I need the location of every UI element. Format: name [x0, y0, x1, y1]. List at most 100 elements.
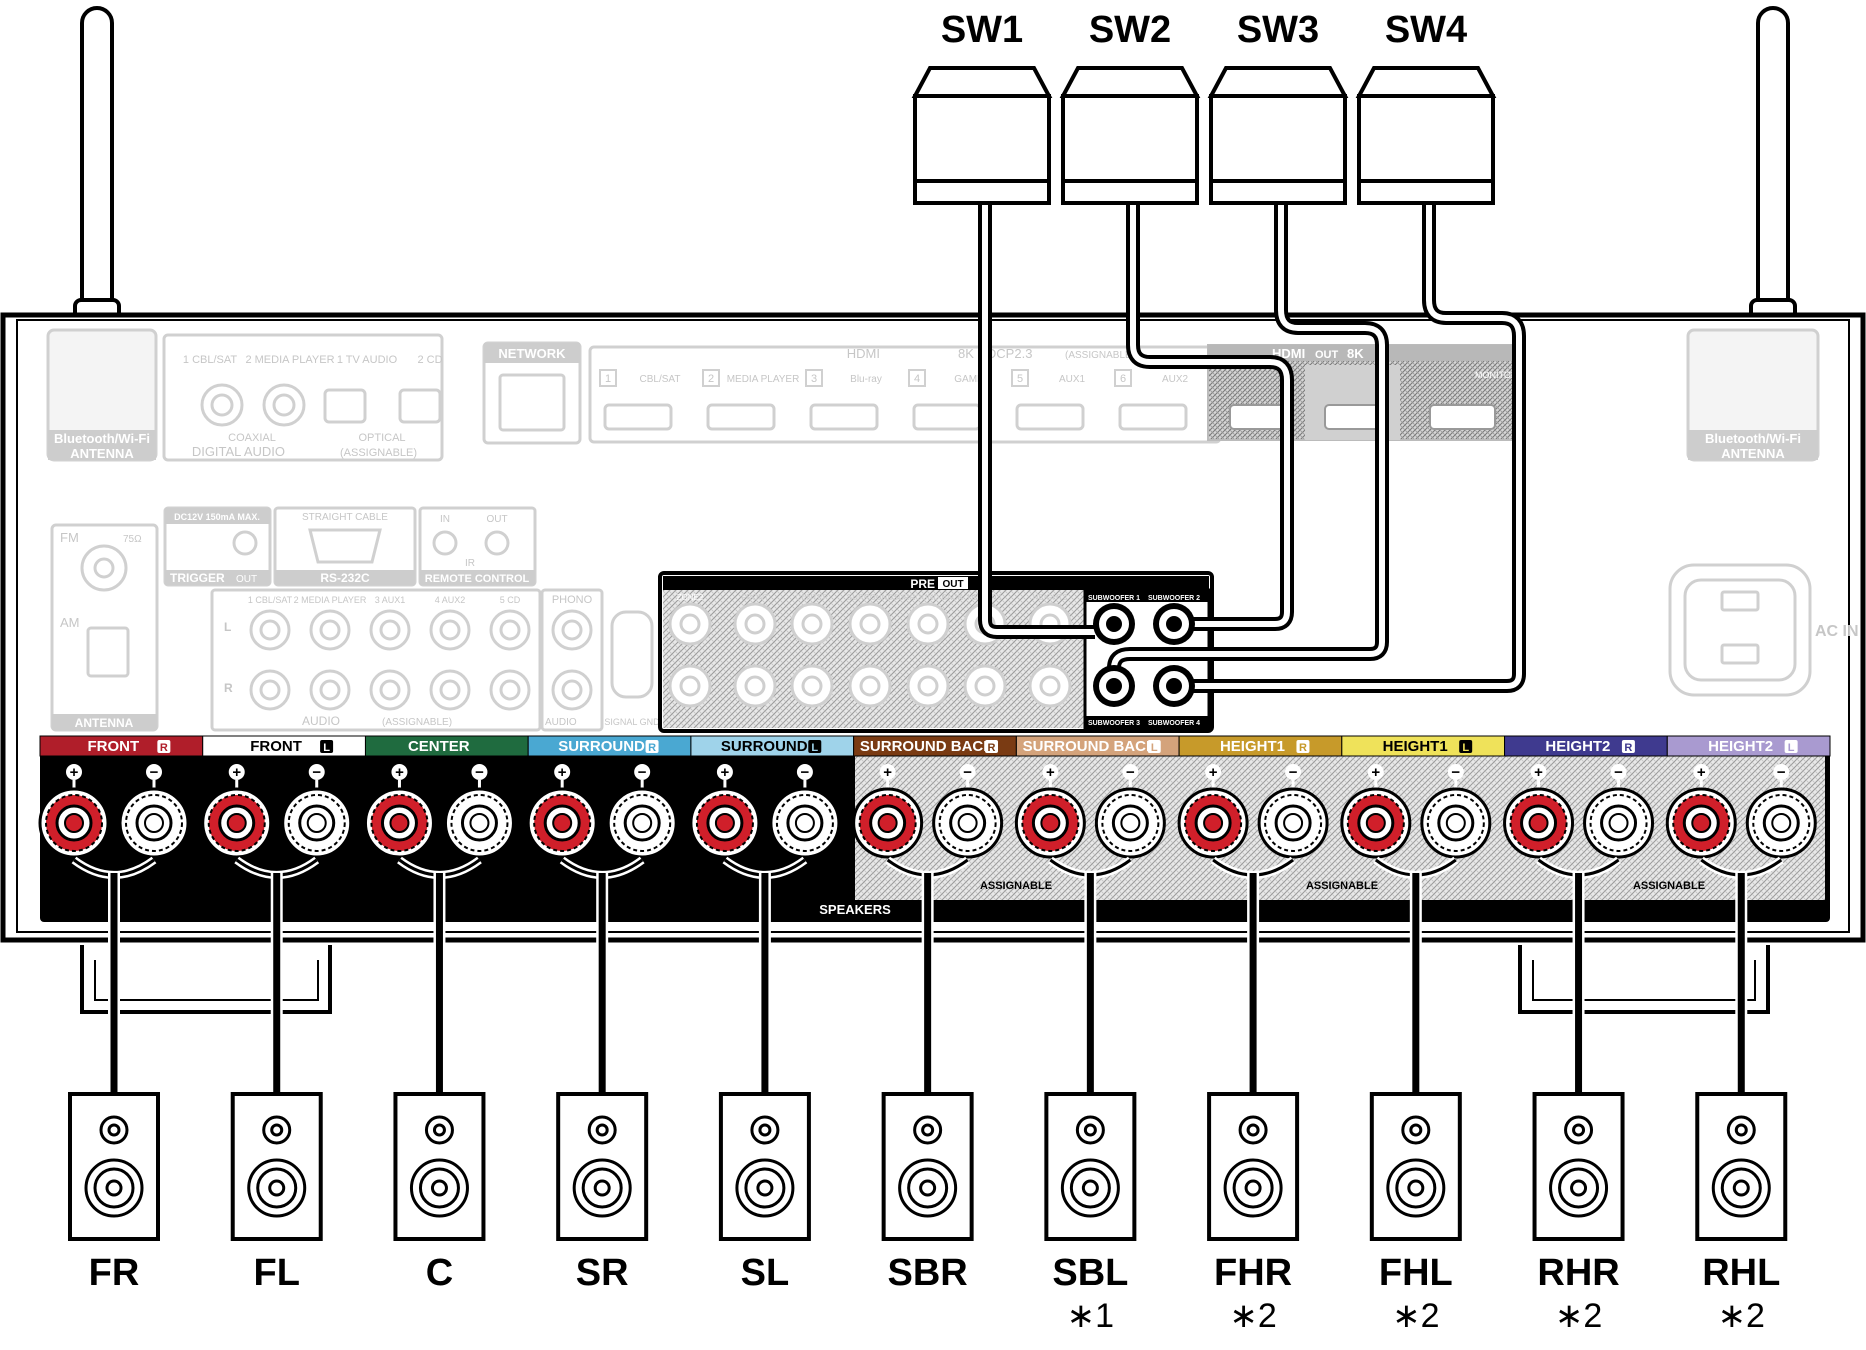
- pre-out-channel-label: SURROUND: [847, 593, 893, 602]
- subwoofer-3: SW3: [1207, 9, 1349, 205]
- antenna-plate-right: Bluetooth/Wi-Fi ANTENNA: [1686, 328, 1820, 462]
- terminal-post-negative[interactable]: [443, 787, 515, 859]
- terminal-minus-sign: −: [1289, 764, 1298, 781]
- terminal-post-negative[interactable]: [932, 787, 1004, 859]
- terminal-channel-name: CENTER: [408, 738, 470, 755]
- subwoofer-jack-1[interactable]: [1093, 603, 1135, 645]
- antenna-right: [1749, 6, 1797, 362]
- terminal-post-negative[interactable]: [281, 787, 353, 859]
- terminal-post-positive[interactable]: [1014, 787, 1086, 859]
- speaker-fr: FR: [68, 856, 160, 1294]
- terminal-channel-side: L: [1788, 742, 1795, 754]
- antenna-right-label-1: Bluetooth/Wi-Fi: [1705, 431, 1801, 446]
- speaker-note: ∗2: [1555, 1297, 1602, 1335]
- control-panel: DC12V 150mA MAX. TRIGGER OUT STRAIGHT CA…: [163, 506, 537, 587]
- terminal-plus-sign: +: [883, 764, 892, 781]
- terminal-post-negative[interactable]: [1094, 787, 1166, 859]
- audio-in-pair-1: 1 CBL/SAT: [248, 595, 293, 711]
- remote-out: OUT: [486, 514, 507, 525]
- trigger-spec: DC12V 150mA MAX.: [174, 512, 260, 522]
- terminal-channel-side: R: [1299, 742, 1307, 754]
- trigger-badge: OUT: [236, 574, 257, 585]
- subwoofer-jack-4[interactable]: [1153, 665, 1195, 707]
- terminal-post-negative[interactable]: [1745, 787, 1817, 859]
- hdmi-in-note: (ASSIGNABLE): [1065, 350, 1135, 361]
- terminal-minus-sign: −: [1777, 764, 1786, 781]
- hdmi-in-port-name: CBL/SAT: [640, 374, 681, 385]
- terminal-channel-side: L: [811, 742, 818, 754]
- speaker-label: FHL: [1379, 1252, 1453, 1294]
- hdmi-out-badge: OUT: [1315, 349, 1339, 361]
- hdmi-in-port-number: 1: [605, 373, 611, 385]
- terminal-post-negative[interactable]: [606, 787, 678, 859]
- audio-in-r: R: [224, 681, 233, 695]
- terminal-plus-sign: +: [1371, 764, 1380, 781]
- terminal-post-negative[interactable]: [118, 787, 190, 859]
- terminal-post-negative[interactable]: [1583, 787, 1655, 859]
- terminal-post-negative[interactable]: [1257, 787, 1329, 859]
- audio-in-l: L: [224, 620, 231, 634]
- audio-in-title: AUDIO: [302, 714, 340, 728]
- speaker-note: ∗1: [1067, 1297, 1114, 1335]
- rs232-cable: STRAIGHT CABLE: [302, 512, 388, 523]
- terminal-plus-sign: +: [1697, 764, 1706, 781]
- hdmi-in-port-name: Blu-ray: [850, 374, 882, 385]
- terminal-post-positive[interactable]: [363, 787, 435, 859]
- terminal-channel-side: R: [988, 742, 996, 754]
- assignable-label-1: ASSIGNABLE: [980, 880, 1052, 892]
- speaker-label: RHR: [1537, 1252, 1619, 1294]
- terminal-post-positive[interactable]: [1503, 787, 1575, 859]
- terminal-post-positive[interactable]: [38, 787, 110, 859]
- pre-out-sub-1-label: SUBWOOFER 1: [1088, 595, 1140, 602]
- subwoofer-1: SW1: [911, 9, 1053, 205]
- ac-in-inlet: AC IN: [1668, 563, 1859, 697]
- terminal-plus-sign: +: [558, 764, 567, 781]
- terminal-post-positive[interactable]: [852, 787, 924, 859]
- pre-out-channel-2: FRONT: [733, 593, 777, 708]
- subwoofer-jack-2[interactable]: [1153, 603, 1195, 645]
- terminal-plus-sign: +: [1046, 764, 1055, 781]
- pre-out-channel-label: SURROUND BACK: [893, 593, 964, 602]
- terminal-minus-sign: −: [475, 764, 484, 781]
- speaker-sl: SL: [718, 856, 811, 1294]
- terminal-post-positive[interactable]: [526, 787, 598, 859]
- assignable-label-2: ASSIGNABLE: [1306, 880, 1378, 892]
- terminal-minus-sign: −: [312, 764, 321, 781]
- terminal-post-positive[interactable]: [689, 787, 761, 859]
- terminal-post-negative[interactable]: [769, 787, 841, 859]
- terminal-post-positive[interactable]: [1665, 787, 1737, 859]
- terminal-plus-sign: +: [1534, 764, 1543, 781]
- pre-out-sub-3-label: SUBWOOFER 3: [1088, 720, 1140, 727]
- pre-out-channel-4: SURROUND: [847, 593, 893, 708]
- hdmi-in-port-name: AUX1: [1059, 374, 1086, 385]
- pre-out-channel-label: CENTER: [796, 593, 829, 602]
- speaker-label: SBR: [888, 1252, 968, 1294]
- hdmi-in-port-number: 2: [708, 373, 714, 385]
- hdmi-in-port-number: 5: [1017, 373, 1023, 385]
- audio-in-pair-2: 2 MEDIA PLAYER: [294, 595, 367, 711]
- terminal-post-positive[interactable]: [1340, 787, 1412, 859]
- speaker-note: ∗2: [1392, 1297, 1439, 1335]
- subwoofer-2: SW2: [1059, 9, 1201, 205]
- pre-out-sub-4-label: SUBWOOFER 4: [1148, 720, 1200, 727]
- remote-ir: IR: [465, 558, 475, 569]
- subwoofer-jack-3[interactable]: [1093, 665, 1135, 707]
- terminal-post-positive[interactable]: [201, 787, 273, 859]
- speaker-label: C: [426, 1252, 453, 1294]
- hdmi-in-port-name: MEDIA PLAYER: [727, 374, 800, 385]
- hdmi-in-port-5: 5 AUX1: [1011, 369, 1086, 431]
- terminal-post-negative[interactable]: [1420, 787, 1492, 859]
- hdmi-in-port-2: 2 MEDIA PLAYER: [702, 369, 800, 431]
- subwoofer-label: SW3: [1237, 9, 1319, 51]
- terminal-post-positive[interactable]: [1177, 787, 1249, 859]
- terminal-channel-name: FRONT: [88, 738, 140, 755]
- speaker-fhl: FHL∗2: [1369, 856, 1462, 1335]
- phono-label: PHONO: [552, 594, 593, 606]
- antenna-left-label-1: Bluetooth/Wi-Fi: [54, 431, 150, 446]
